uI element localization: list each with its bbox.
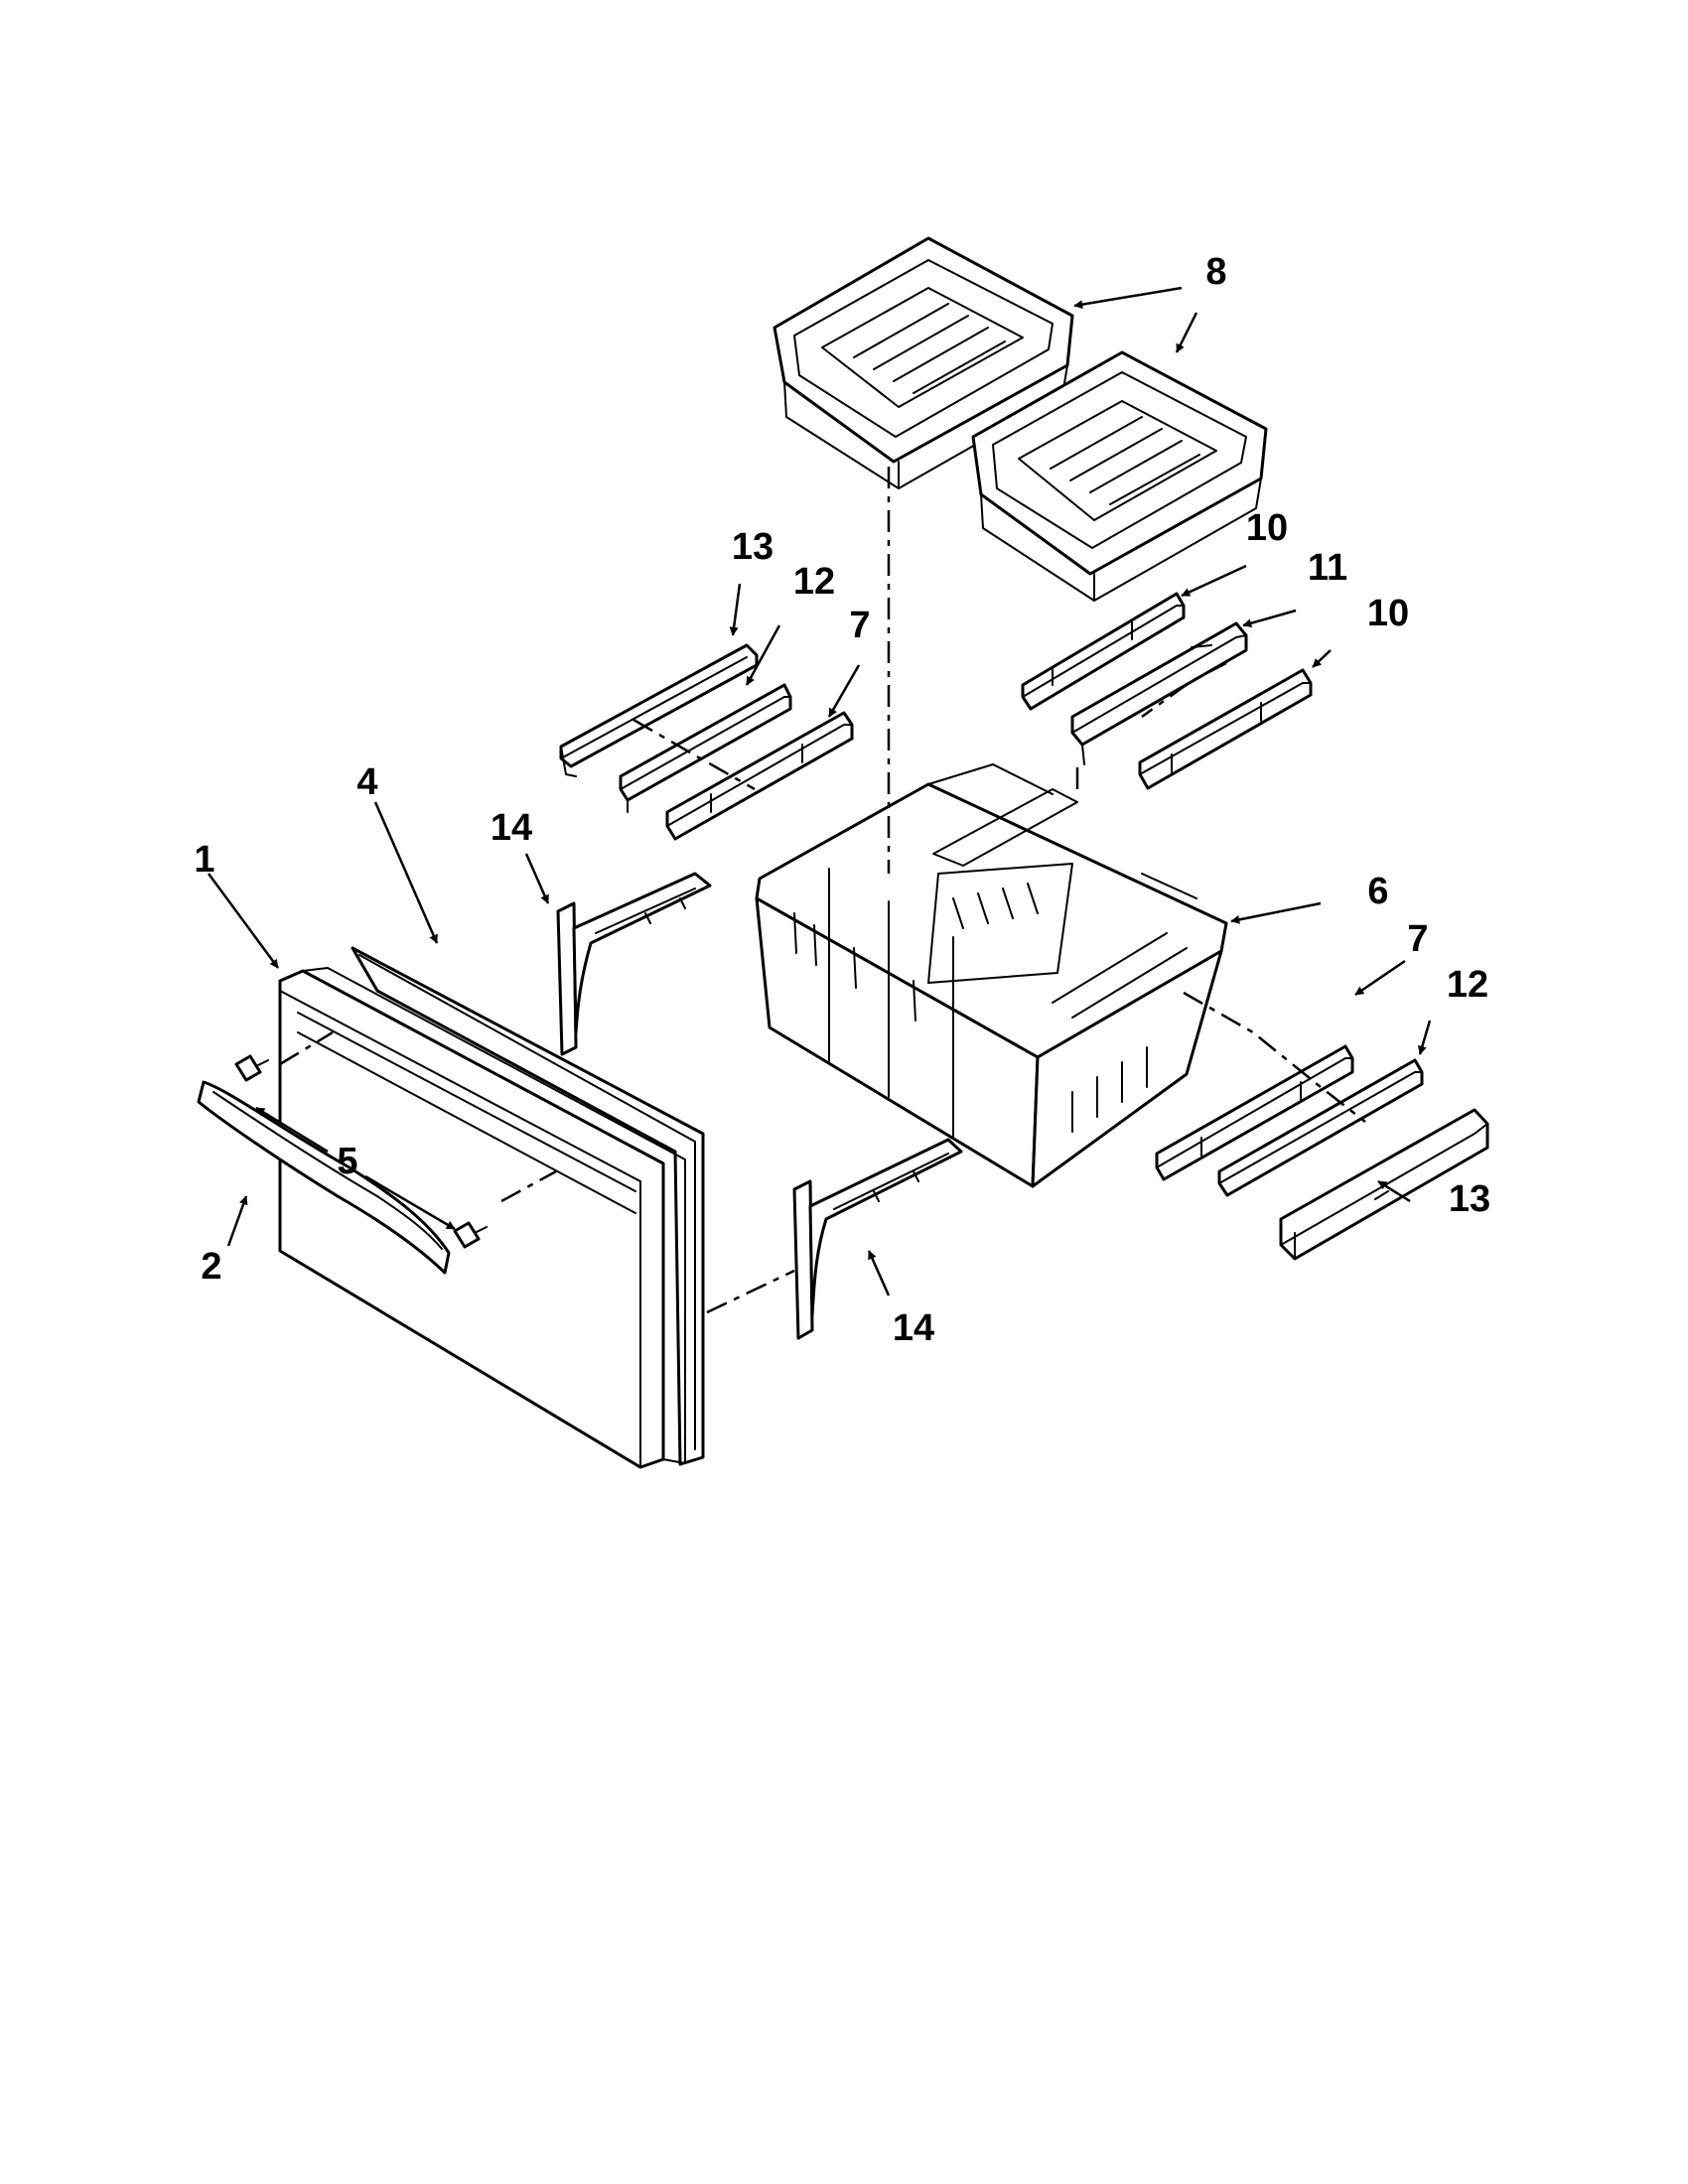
- screw-left: [234, 1054, 269, 1082]
- callout-2: 2: [201, 1246, 221, 1288]
- callout-10-lower: 10: [1367, 593, 1409, 634]
- rail-10-lower: [1138, 668, 1313, 790]
- callout-14-lower: 14: [893, 1307, 934, 1349]
- rail-13-left: [559, 643, 759, 777]
- callout-1: 1: [194, 839, 214, 881]
- callout-12-left: 12: [793, 561, 835, 603]
- rail-10-upper: [1021, 592, 1186, 711]
- screw-right: [453, 1221, 488, 1249]
- callout-13-left: 13: [732, 526, 774, 568]
- callout-labels: 1 2 4 5 6 7 7 8 10 10 11 12 12 13 13 14 …: [194, 251, 1490, 1349]
- alignment-lines: [279, 467, 1366, 1314]
- callout-13-right: 13: [1449, 1178, 1490, 1220]
- leader-lines: [207, 286, 1432, 1297]
- callout-7-left: 7: [849, 605, 870, 646]
- callout-7-right: 7: [1407, 918, 1428, 960]
- upper-basket-left: [773, 236, 1074, 489]
- bracket-14-upper: [556, 872, 712, 1056]
- door-handle: [197, 1080, 451, 1275]
- callout-8: 8: [1205, 251, 1226, 293]
- rail-7-right: [1155, 1044, 1354, 1181]
- rail-12-left: [619, 683, 792, 813]
- rail-12-right: [1217, 1058, 1424, 1197]
- freezer-bin: [755, 763, 1228, 1188]
- rail-7-left: [665, 711, 854, 841]
- callout-11: 11: [1308, 547, 1347, 589]
- callout-5: 5: [337, 1141, 357, 1182]
- door-panel: [278, 967, 686, 1469]
- callout-6: 6: [1367, 871, 1388, 912]
- callout-10-upper: 10: [1246, 507, 1288, 549]
- upper-basket-right: [971, 350, 1268, 602]
- callout-4: 4: [356, 761, 377, 803]
- callout-14-upper: 14: [491, 807, 532, 849]
- callout-12-right: 12: [1447, 964, 1488, 1006]
- door-gasket: [351, 946, 705, 1466]
- rail-11: [1070, 621, 1248, 765]
- bracket-14-lower: [792, 1138, 963, 1340]
